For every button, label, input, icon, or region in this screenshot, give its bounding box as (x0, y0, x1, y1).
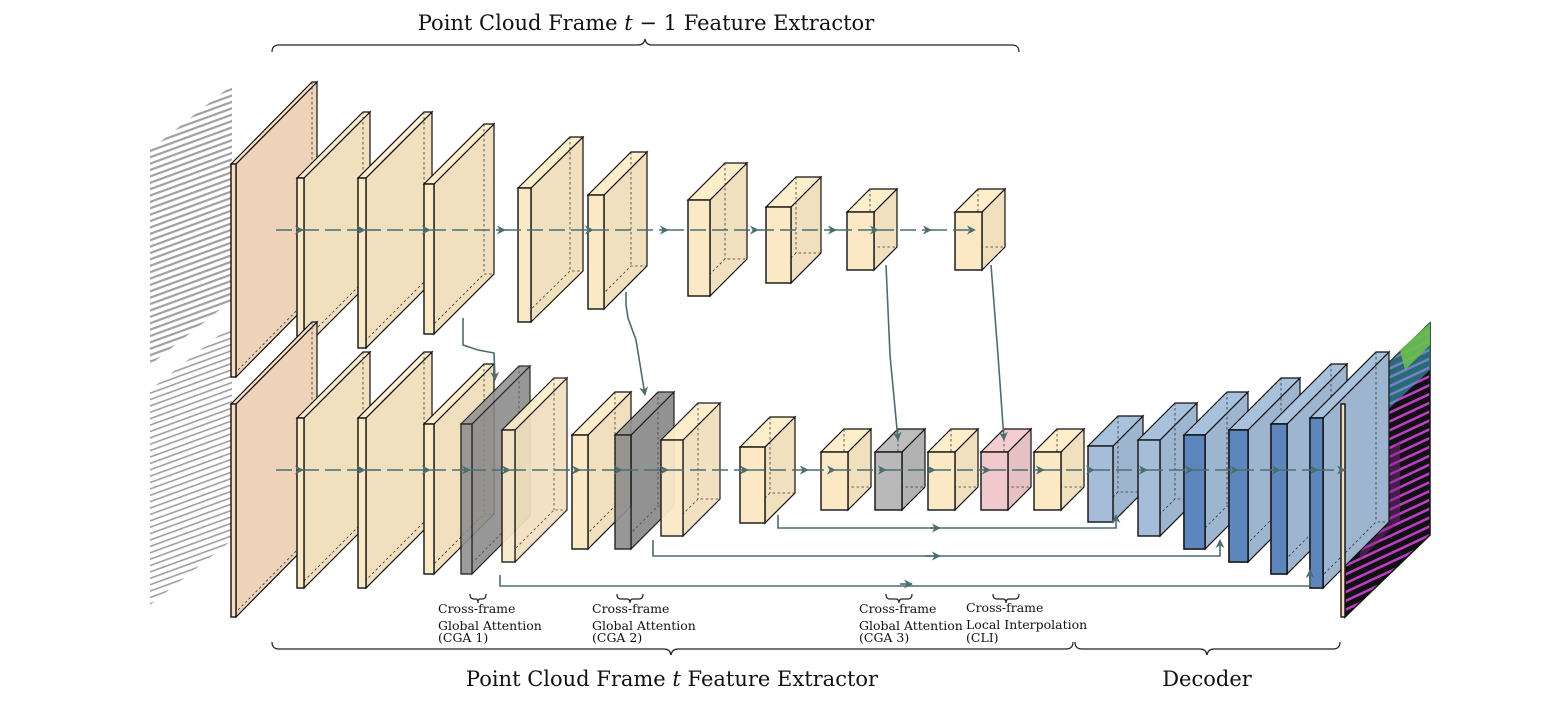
svg-text:(CGA 1): (CGA 1) (438, 630, 488, 645)
decoder-6-dark (1309, 417, 1324, 589)
cga1-brace (469, 593, 487, 604)
module-label-cga3: Cross-frame Global Attention (CGA 3) (859, 601, 963, 645)
decoder-7 (1340, 403, 1346, 618)
bottom-enc-9 (926, 427, 980, 512)
cga2-brace (616, 593, 644, 604)
module-label-cga2: Cross-frame Global Attention (CGA 2) (592, 601, 696, 645)
bottom-enc-7 (738, 415, 797, 525)
top-extractor-title: Point Cloud Frame t − 1 Feature Extracto… (418, 11, 875, 35)
top-enc-6 (686, 161, 749, 298)
point-cloud-frame-prev (150, 85, 232, 365)
cga3-brace (885, 593, 913, 604)
link-cga1 (462, 318, 500, 381)
decoder-title: Decoder (1162, 667, 1253, 691)
svg-text:Global Attention: Global Attention (592, 618, 696, 633)
link-cga2 (625, 292, 649, 396)
link-cga3 (885, 264, 902, 441)
svg-text:(CGA 2): (CGA 2) (592, 630, 642, 645)
point-cloud-inputs (150, 85, 232, 605)
network-blocks (229, 80, 1391, 619)
bottom-enc-6 (659, 401, 722, 538)
decoder-4-dark (1228, 429, 1249, 563)
braces (271, 38, 1341, 656)
svg-text:(CLI): (CLI) (966, 630, 999, 645)
skip-1 (777, 514, 1121, 529)
decoder-brace (1074, 641, 1341, 656)
decoder-5-dark (1270, 423, 1288, 575)
module-label-cli: Cross-frame Local Interpolation (CLI) (966, 600, 1087, 645)
svg-text:Local Interpolation: Local Interpolation (966, 617, 1087, 632)
cli-brace (992, 593, 1020, 604)
link-cli (990, 264, 1008, 441)
top-enc-9 (953, 187, 1007, 272)
top-enc-5 (586, 150, 649, 311)
svg-text:Global Attention: Global Attention (438, 618, 542, 633)
svg-text:Cross-frame: Cross-frame (966, 600, 1043, 615)
bottom-extractor-title: Point Cloud Frame t Feature Extractor (466, 667, 879, 691)
flow-arrows (276, 225, 1346, 589)
svg-text:Cross-frame: Cross-frame (438, 601, 515, 616)
svg-text:Cross-frame: Cross-frame (592, 601, 669, 616)
top-brace (271, 38, 1020, 53)
point-cloud-frame-curr (150, 325, 232, 605)
bottom-enc-8 (819, 427, 873, 512)
bottom-brace (271, 641, 1074, 656)
decoder-1 (1086, 414, 1145, 524)
skip-2 (652, 539, 1225, 557)
decoder-3-dark (1183, 434, 1206, 550)
svg-text:Cross-frame: Cross-frame (859, 601, 936, 616)
svg-text:Global Attention: Global Attention (859, 618, 963, 633)
module-label-cga1: Cross-frame Global Attention (CGA 1) (438, 601, 542, 645)
svg-text:(CGA 3): (CGA 3) (859, 630, 909, 645)
top-enc-3 (422, 122, 496, 336)
